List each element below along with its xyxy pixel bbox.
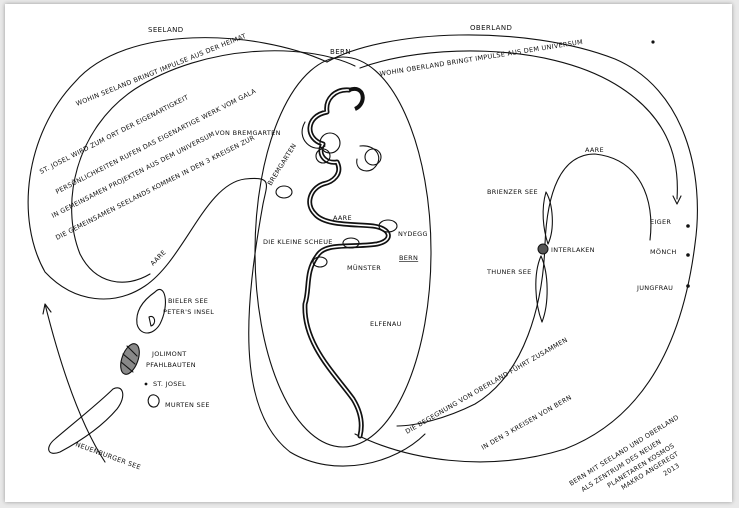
sketch-diagram: SEELAND OBERLAND BERN WOHIN SEELAND BRIN…: [5, 4, 732, 502]
signature-block: BERN MIT SEELAND UND OBERLAND ALS ZENTRU…: [568, 413, 681, 493]
oberland-label: OBERLAND: [470, 24, 512, 32]
eiger-label: EIGER: [650, 218, 671, 226]
eiger-dot: [686, 224, 690, 228]
bern-label: BERN: [399, 254, 418, 262]
interlaken-mark: [538, 244, 548, 254]
aare-label-left: AARE: [149, 248, 168, 267]
munster-label: MÜNSTER: [347, 263, 381, 272]
st-josel-label: ST. JOSEL: [153, 380, 186, 388]
st-josel-dot: [145, 383, 148, 386]
seeland-label: SEELAND: [148, 26, 184, 34]
seeland-text-line: WOHIN SEELAND BRINGT IMPULSE AUS DER HEI…: [75, 32, 248, 108]
thuner-see-lake: [536, 256, 547, 322]
neuenburger-see-label: NEUENBURGER SEE: [74, 440, 142, 471]
brienzer-see-label: BRIENZER SEE: [487, 188, 538, 196]
bottom-text-line: DIE BEGEGNUNG VON OBERLAND FÜHRT ZUSAMME…: [404, 335, 570, 436]
elfenau-label: ELFENAU: [370, 320, 402, 328]
aare-river-bern: [302, 89, 388, 436]
jungfrau-label: JUNGFRAU: [636, 284, 673, 292]
murten-see-lake: [148, 395, 159, 407]
jungfrau-dot: [686, 284, 690, 288]
kirche-label: DIE KLEINE SCHEUE: [263, 238, 333, 246]
aare-label-center: AARE: [333, 214, 352, 222]
jolimont-label: JOLIMONT: [151, 350, 187, 358]
nydegg-label: NYDEGG: [398, 230, 428, 238]
moench-dot: [686, 253, 690, 257]
bieler-see-label: BIELER SEE: [168, 297, 208, 305]
moench-label: MÖNCH: [650, 247, 677, 256]
aare-arc-left: [45, 304, 105, 462]
seeland-text-line: VON BREMGARTEN: [215, 129, 281, 137]
interlaken-label: INTERLAKEN: [551, 246, 595, 254]
oberland-text: WOHIN OBERLAND BRINGT IMPULSE AUS DEM UN…: [379, 38, 583, 78]
bern-top-label: BERN: [330, 48, 351, 56]
murten-see-label: MURTEN SEE: [165, 401, 210, 409]
jolimont-hatched: [117, 341, 143, 377]
bremgarten-label: BREMGARTEN: [266, 142, 298, 187]
drawing-sheet: SEELAND OBERLAND BERN WOHIN SEELAND BRIN…: [5, 4, 732, 502]
peters-insel-mark: [149, 316, 155, 326]
bremgarten-bubble: [276, 186, 292, 198]
peters-insel-label: PETER'S INSEL: [163, 308, 214, 316]
aare-label-right: AARE: [585, 146, 604, 154]
corner-dot: [651, 40, 654, 43]
seeland-text-block: WOHIN SEELAND BRINGT IMPULSE AUS DER HEI…: [38, 32, 280, 242]
thuner-see-label: THUNER SEE: [486, 268, 532, 276]
pfahlbauten-label: PFAHLBAUTEN: [146, 361, 196, 369]
oberland-loop: [327, 35, 697, 462]
bottom-text-line: IN DEN 3 KREISEN VON BERN: [480, 393, 573, 451]
